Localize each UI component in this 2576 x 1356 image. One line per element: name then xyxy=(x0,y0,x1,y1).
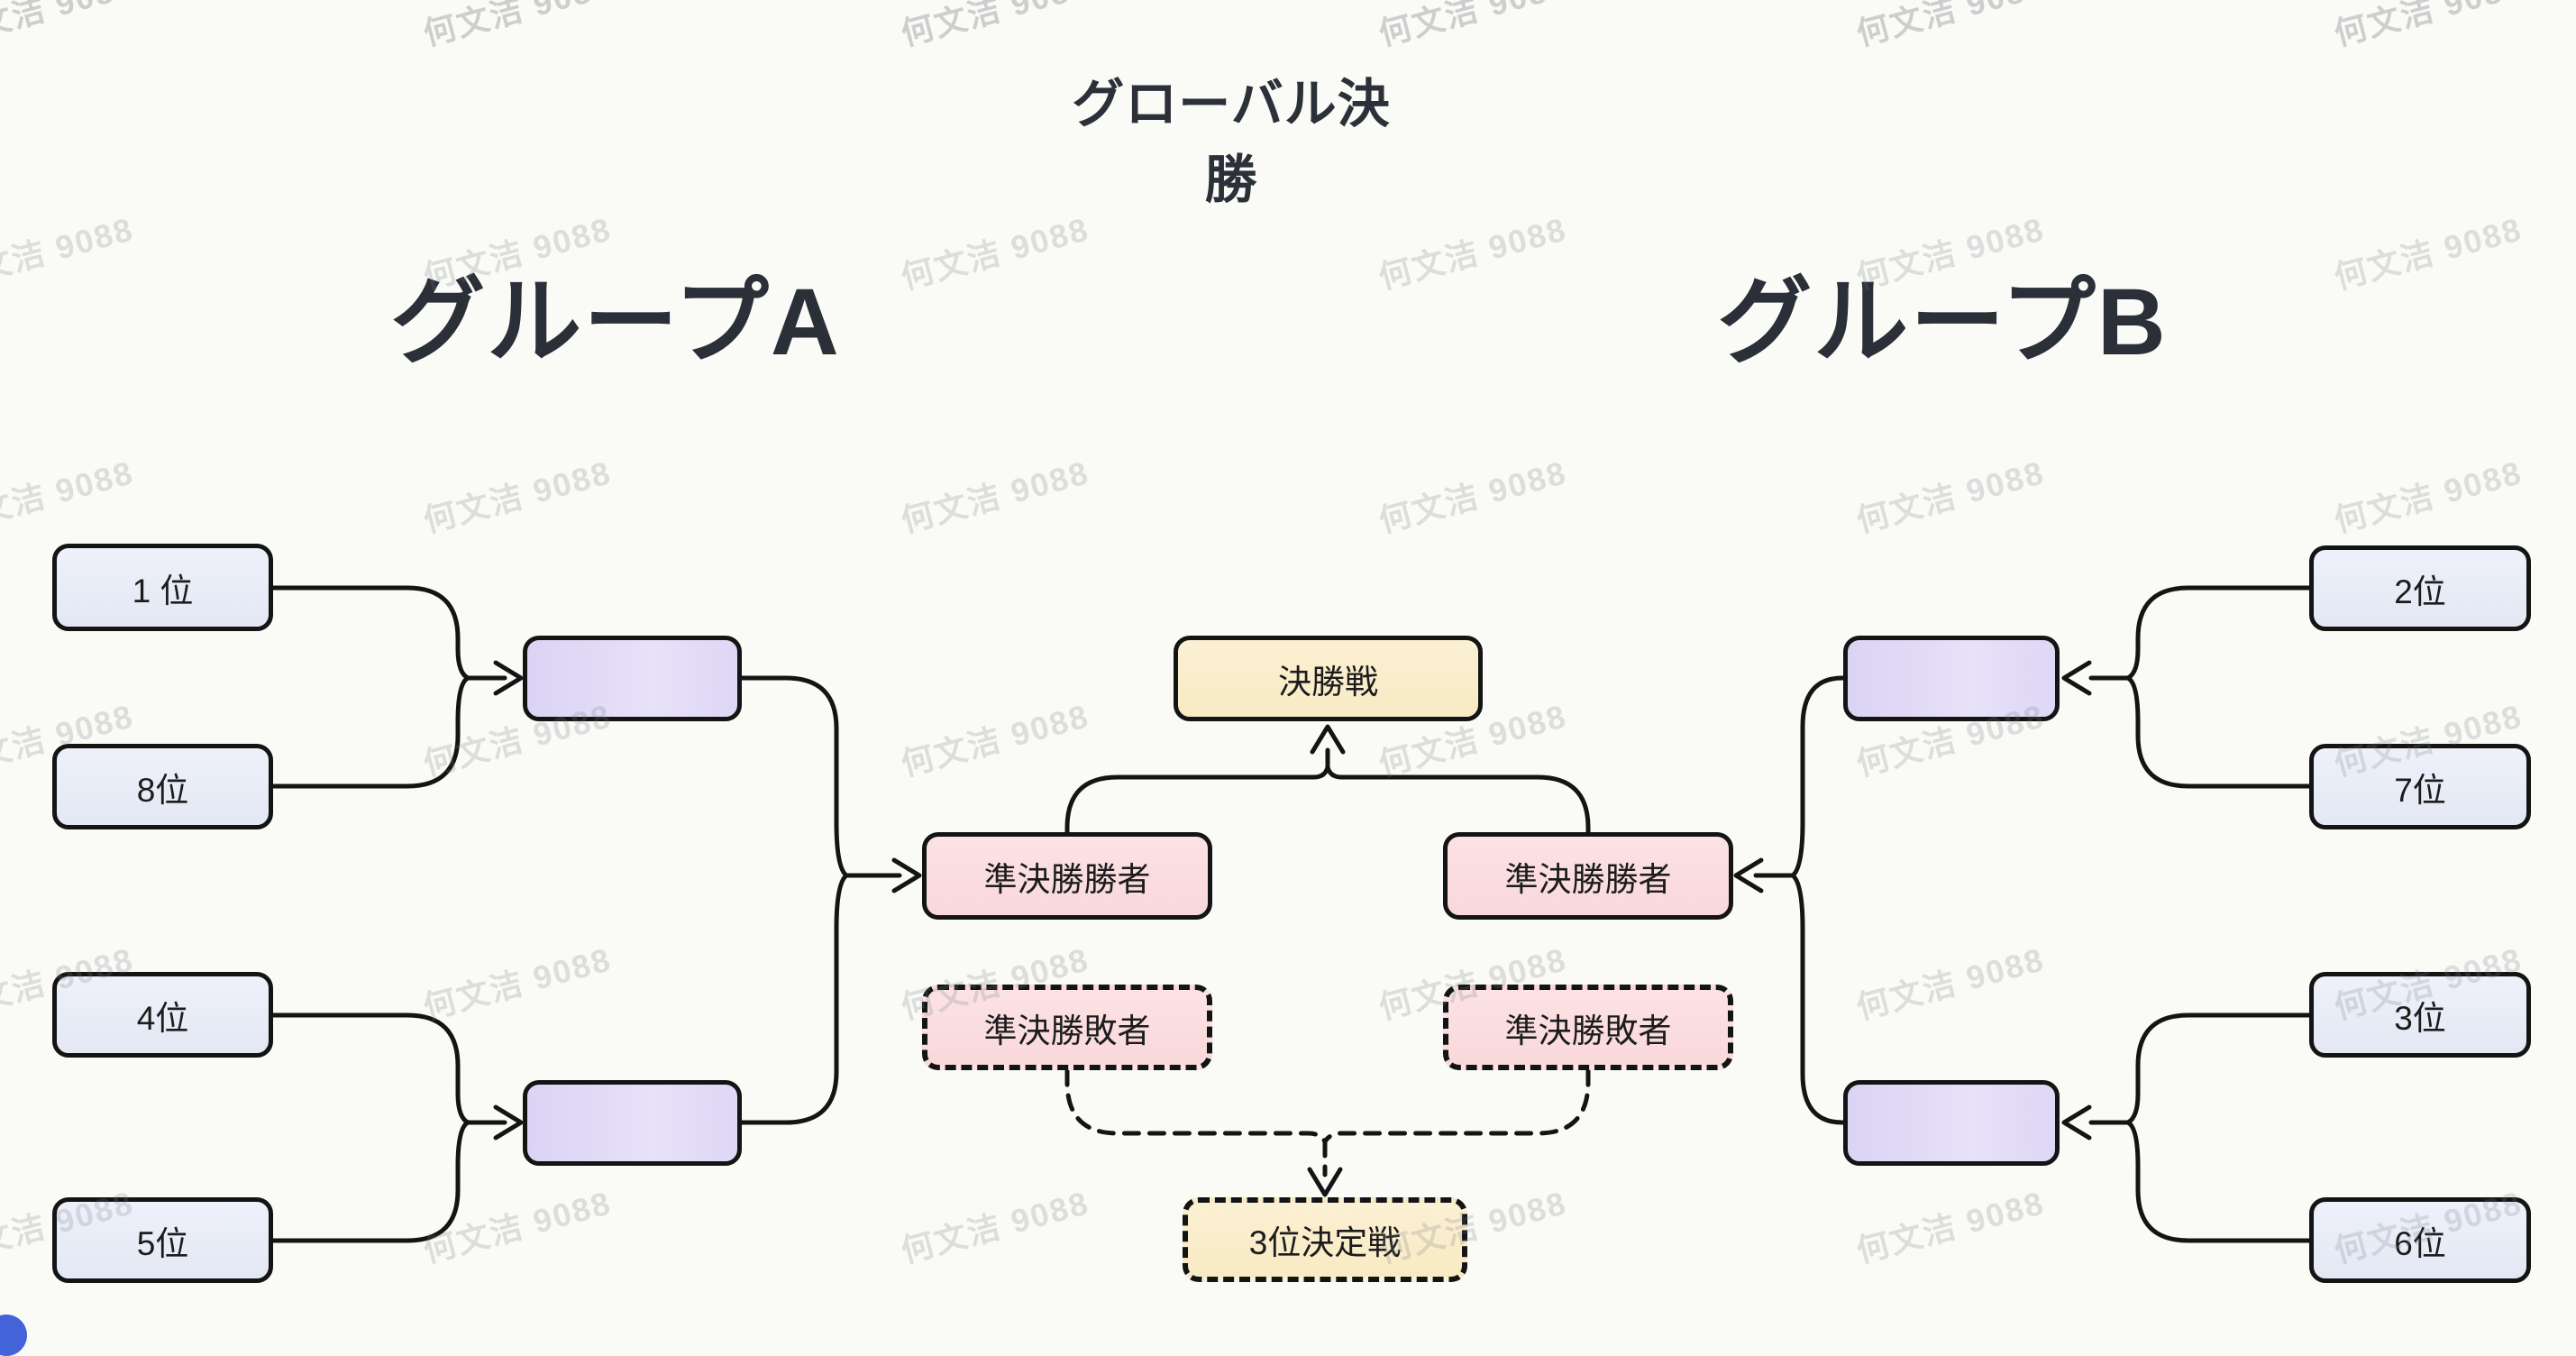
seed-node-2: 2位 xyxy=(2309,545,2531,631)
group-b-match2-winner-node xyxy=(1843,1080,2060,1166)
final-match-node: 決勝戦 xyxy=(1174,636,1483,721)
semifinal-loser-right-node: 準決勝敗者 xyxy=(1443,985,1733,1070)
seed-node-4: 4位 xyxy=(52,972,273,1058)
semifinal-loser-left-node: 準決勝敗者 xyxy=(922,985,1212,1070)
seed-node-7: 7位 xyxy=(2309,744,2531,829)
seed-node-6: 6位 xyxy=(2309,1197,2531,1283)
group-a-heading: グループA xyxy=(390,270,841,375)
semifinal-winner-left-node: 準決勝勝者 xyxy=(922,832,1212,920)
group-b-heading: グループB xyxy=(1717,270,2168,375)
page-title: グローバル決勝 xyxy=(1072,75,1391,209)
seed-node-1: 1 位 xyxy=(52,544,273,631)
seed-node-5: 5位 xyxy=(52,1197,273,1283)
group-a-match2-winner-node xyxy=(523,1080,742,1166)
seed-node-3: 3位 xyxy=(2309,972,2531,1058)
third-place-match-node: 3位決定戦 xyxy=(1183,1197,1467,1282)
seed-node-8: 8位 xyxy=(52,744,273,829)
group-a-match1-winner-node xyxy=(523,636,742,721)
semifinal-winner-right-node: 準決勝勝者 xyxy=(1443,832,1733,920)
group-b-match1-winner-node xyxy=(1843,636,2060,721)
